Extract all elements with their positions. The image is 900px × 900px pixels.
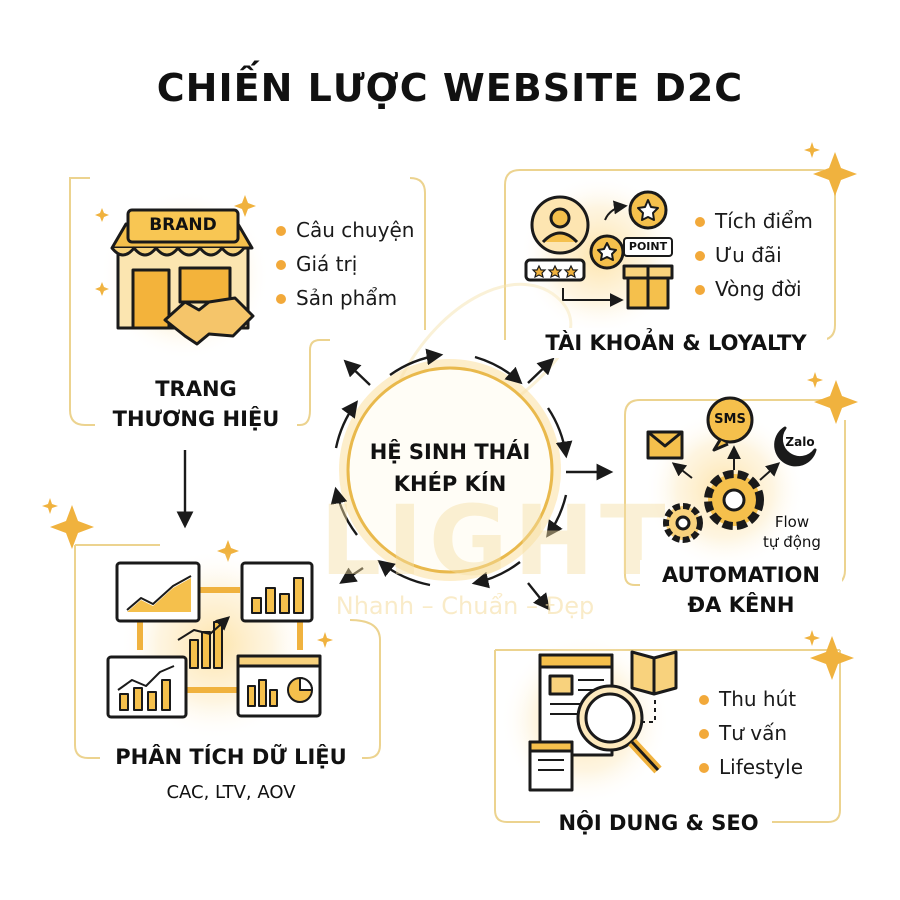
flow-label: Flow tự động bbox=[752, 512, 832, 552]
content-frame bbox=[494, 650, 540, 823]
brand-title-line1: TRANG bbox=[155, 377, 237, 401]
storefront-handshake-icon bbox=[110, 208, 255, 346]
brand-sign: BRAND bbox=[149, 215, 217, 235]
sparkle-icon bbox=[807, 372, 823, 388]
spoke-arrows bbox=[176, 357, 614, 611]
sparkle-icon bbox=[42, 498, 58, 514]
automation-frame bbox=[624, 399, 641, 586]
watermark-logo: LIGHT bbox=[320, 485, 672, 597]
content-bullet: Tư vấn bbox=[697, 716, 803, 750]
sparkle-icon bbox=[234, 195, 256, 217]
content-title: NỘI DUNG & SEO bbox=[545, 808, 772, 838]
page-title: CHIẾN LƯỢC WEBSITE D2C bbox=[156, 66, 744, 110]
flow-label-line2: tự động bbox=[763, 533, 821, 551]
center-label-line2: KHÉP KÍN bbox=[393, 472, 507, 496]
loyalty-frame bbox=[504, 169, 820, 340]
analytics-frame bbox=[74, 545, 100, 759]
center-ring bbox=[346, 366, 554, 574]
brand-bullet: Câu chuyện bbox=[274, 213, 414, 247]
magnifier-document-icon bbox=[528, 650, 678, 792]
sparkle-icon bbox=[95, 208, 109, 222]
watermark-tagline: Nhanh – Chuẩn – Đẹp bbox=[335, 592, 595, 620]
brand-title-line2: THƯƠNG HIỆU bbox=[112, 407, 280, 431]
center-ring-glow bbox=[339, 359, 561, 581]
loyalty-bullet: Tích điểm bbox=[693, 204, 813, 238]
brand-title: TRANG THƯƠNG HIỆU bbox=[95, 374, 297, 434]
gears-channels-icon bbox=[646, 396, 817, 543]
brand-bullets: Câu chuyện Giá trị Sản phẩm bbox=[274, 213, 414, 315]
loyalty-bullet: Ưu đãi bbox=[693, 238, 813, 272]
sparkle-icon bbox=[814, 380, 858, 424]
analytics-subtitle: CAC, LTV, AOV bbox=[166, 782, 296, 803]
dashboard-charts-icon bbox=[106, 561, 322, 719]
content-bullets: Thu hút Tư vấn Lifestyle bbox=[697, 682, 803, 784]
sparkle-icon bbox=[50, 505, 94, 549]
sparkle-icon bbox=[810, 636, 854, 680]
center-label: HỆ SINH THÁI KHÉP KÍN bbox=[340, 436, 560, 500]
content-bullet: Thu hút bbox=[697, 682, 803, 716]
flow-label-line1: Flow bbox=[774, 513, 810, 531]
sparkle-icon bbox=[804, 630, 820, 646]
automation-title: AUTOMATION ĐA KÊNH bbox=[640, 560, 842, 620]
loyalty-bullets: Tích điểm Ưu đãi Vòng đời bbox=[693, 204, 813, 306]
loyalty-bullet: Vòng đời bbox=[693, 272, 813, 306]
automation-title-line1: AUTOMATION bbox=[662, 563, 820, 587]
analytics-title: PHÂN TÍCH DỮ LIỆU bbox=[100, 742, 362, 772]
loyalty-title: TÀI KHOẢN & LOYALTY bbox=[525, 328, 827, 358]
brand-bullet: Sản phẩm bbox=[274, 281, 414, 315]
point-tag: POINT bbox=[628, 240, 668, 253]
center-label-line1: HỆ SINH THÁI bbox=[369, 440, 531, 464]
automation-title-line2: ĐA KÊNH bbox=[687, 593, 795, 617]
zalo-label: Zalo bbox=[785, 435, 815, 449]
cycle-arrows bbox=[330, 348, 573, 589]
brand-frame bbox=[69, 177, 100, 426]
sparkle-icon bbox=[317, 632, 333, 648]
brand-bullet: Giá trị bbox=[274, 247, 414, 281]
content-bullet: Lifestyle bbox=[697, 750, 803, 784]
sms-label: SMS bbox=[714, 412, 746, 427]
sparkle-icon bbox=[804, 142, 820, 158]
sparkle-icon bbox=[813, 152, 857, 196]
